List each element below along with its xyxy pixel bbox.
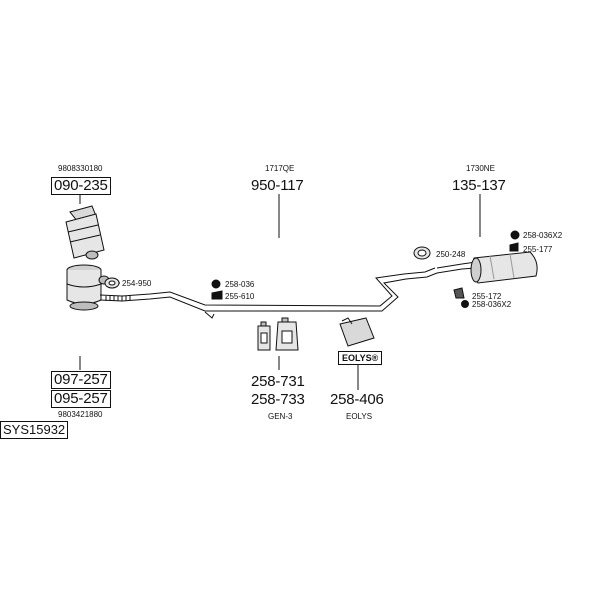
rubber-mount-icon [211,279,223,300]
part-097-257[interactable]: 097-257 [51,371,111,389]
part-250-248[interactable]: 250-248 [436,250,466,259]
fluid-label: GEN-3 [268,412,293,421]
canister-icon [275,317,299,351]
bottle-icon [257,321,271,351]
gasket-icon [413,246,431,260]
part-254-950[interactable]: 254-950 [122,279,152,288]
part-258-733[interactable]: 258-733 [251,391,305,408]
eolys-label: EOLYS [346,412,373,421]
silencer-ref: 1730NE [466,164,495,173]
leader-lines [79,194,481,390]
part-950-117[interactable]: 950-117 [251,177,304,194]
part-255-610[interactable]: 255-610 [225,292,255,301]
part-095-257[interactable]: 095-257 [51,390,111,408]
part-258-406[interactable]: 258-406 [330,391,384,408]
part-258-036x2-bottom[interactable]: 258-036X2 [472,300,512,309]
front-pipe [99,267,438,319]
part-258-731[interactable]: 258-731 [251,373,305,390]
bag-icon [339,317,375,347]
front-pipe-ref: 1717QE [265,164,295,173]
catalyst-assembly [65,205,110,311]
diagram-id: SYS15932 [0,421,69,439]
part-135-137[interactable]: 135-137 [452,177,506,194]
catalyst-ref: 9808330180 [58,164,103,173]
clamp-icon [104,277,120,289]
rear-silencer [436,251,538,284]
rubber-mount-icon [453,230,520,308]
part-255-177[interactable]: 255-177 [523,245,553,254]
dpf-ref: 9803421880 [58,410,103,419]
part-090-235[interactable]: 090-235 [51,177,111,195]
eolys-badge: EOLYS® [338,351,383,365]
part-258-036x2-top[interactable]: 258-036X2 [523,231,563,240]
part-258-036[interactable]: 258-036 [225,280,255,289]
part-255-172[interactable]: 255-172 [472,292,502,301]
